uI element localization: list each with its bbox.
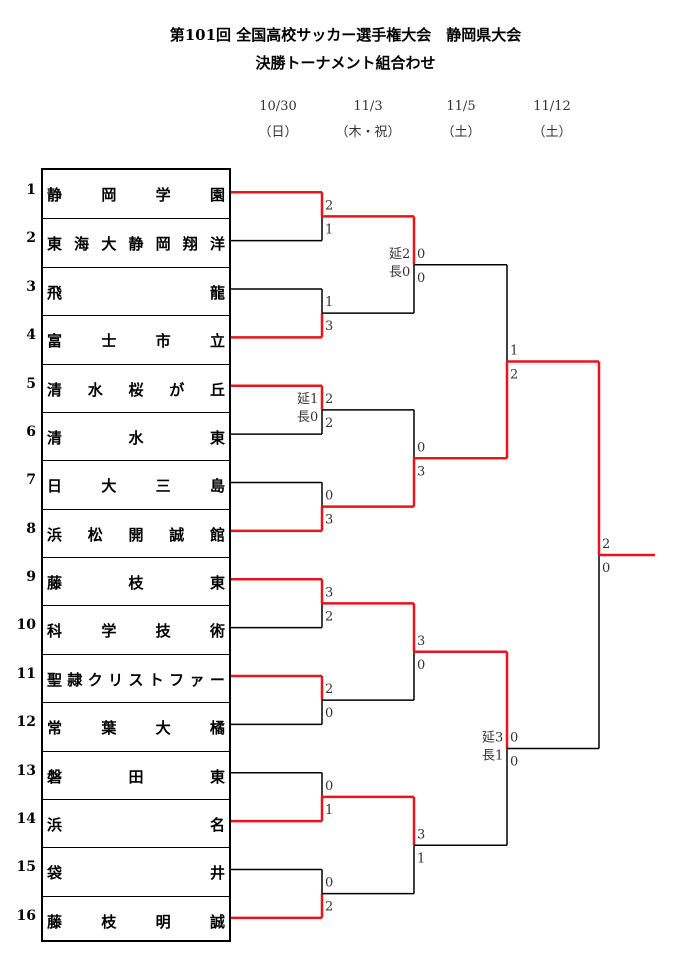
team-name: 袋井 xyxy=(47,864,225,883)
team-name: 静岡学園 xyxy=(47,186,225,204)
team-seed: 14 xyxy=(16,810,36,827)
score-bottom: 2 xyxy=(510,368,518,383)
round3-date: 11/5 xyxy=(446,99,476,114)
team-row: 富士市立 xyxy=(43,315,229,363)
page-title: 第101回 全国高校サッカー選手権大会 静岡県大会 xyxy=(169,26,522,44)
team-name: 磐田東 xyxy=(47,767,225,786)
team-seed: 8 xyxy=(26,520,36,537)
team-seed: 10 xyxy=(16,617,36,634)
score-top: 3 xyxy=(417,827,425,842)
score-bottom: 1 xyxy=(325,803,333,818)
team-row: 清水東 xyxy=(43,411,229,460)
score-bottom: 0 xyxy=(510,755,518,770)
team-row: 浜松開誠館 xyxy=(43,508,229,557)
team-seed: 11 xyxy=(16,665,36,682)
team-name: 藤枝東 xyxy=(47,574,225,592)
team-seed: 4 xyxy=(26,327,36,344)
score-note-top: 延3 xyxy=(482,731,503,746)
team-row: 日大三島 xyxy=(43,460,229,508)
team-name: 清水東 xyxy=(47,428,225,447)
round3-day: （土） xyxy=(441,125,481,140)
score-bottom: 1 xyxy=(417,851,425,866)
score-bottom: 3 xyxy=(325,513,333,528)
score-top: 0 xyxy=(510,731,518,746)
team-name: 藤枝明誠 xyxy=(47,912,225,931)
score-top: 0 xyxy=(417,440,425,455)
score-top: 2 xyxy=(325,198,333,213)
round1-date: 10/30 xyxy=(259,99,297,114)
score-note-bottom: 長1 xyxy=(482,749,503,764)
team-seed: 7 xyxy=(26,472,36,489)
score-bottom: 3 xyxy=(417,464,425,479)
score-bottom: 2 xyxy=(325,416,333,431)
score-bottom: 2 xyxy=(325,900,333,915)
score-bottom: 0 xyxy=(325,706,333,721)
team-name: 日大三島 xyxy=(47,477,225,496)
team-name: 浜松開誠館 xyxy=(47,525,225,544)
team-list: 静岡学園東海大静岡翔洋飛龍富士市立清水桜が丘清水東日大三島浜松開誠館藤枝東科学技… xyxy=(41,168,231,942)
score-note-bottom: 長0 xyxy=(297,410,318,425)
score-top: 3 xyxy=(325,585,333,600)
team-name: 飛龍 xyxy=(47,283,225,302)
score-top: 2 xyxy=(325,392,333,407)
team-seed: 1 xyxy=(26,182,36,198)
score-note-top: 延1 xyxy=(297,392,318,407)
score-note-bottom: 長0 xyxy=(389,265,410,280)
score-top: 0 xyxy=(417,247,425,262)
score-top: 2 xyxy=(325,682,333,697)
team-row: 飛龍 xyxy=(43,266,229,315)
round2-day: （木・祝） xyxy=(335,125,401,140)
team-row: 東海大静岡翔洋 xyxy=(43,218,229,266)
round1-day: （日） xyxy=(258,125,298,140)
team-row: 聖隷クリストファー xyxy=(43,653,229,702)
score-note-top: 延2 xyxy=(389,247,410,262)
team-seed: 12 xyxy=(16,714,36,731)
team-seed: 5 xyxy=(26,375,36,392)
score-bottom: 0 xyxy=(417,271,425,286)
score-top: 2 xyxy=(602,537,610,552)
team-row: 清水桜が丘 xyxy=(43,363,229,412)
team-seed: 3 xyxy=(26,278,36,295)
team-seed: 9 xyxy=(26,569,36,585)
team-row: 科学技術 xyxy=(43,605,229,653)
final-date: 11/12 xyxy=(533,99,571,114)
round2-date: 11/3 xyxy=(353,99,383,114)
team-row: 袋井 xyxy=(43,847,229,895)
team-name: 科学技術 xyxy=(47,622,225,641)
score-bottom: 2 xyxy=(325,609,333,624)
final-day: （土） xyxy=(532,125,572,140)
team-seed: 13 xyxy=(16,762,36,779)
team-row: 浜名 xyxy=(43,798,229,847)
team-row: 常葉大橘 xyxy=(43,702,229,750)
team-row: 藤枝明誠 xyxy=(43,895,229,944)
team-name: 浜名 xyxy=(47,815,225,834)
team-seed: 15 xyxy=(16,859,36,876)
score-top: 3 xyxy=(417,634,425,649)
score-bottom: 1 xyxy=(325,222,333,237)
team-name: 富士市立 xyxy=(47,332,225,351)
score-top: 1 xyxy=(325,295,333,310)
score-top: 0 xyxy=(325,779,333,794)
score-top: 0 xyxy=(325,876,333,891)
score-top: 0 xyxy=(325,489,333,504)
team-seed: 16 xyxy=(16,907,36,924)
score-bottom: 3 xyxy=(325,319,333,334)
score-top: 1 xyxy=(510,344,518,359)
team-seed: 2 xyxy=(26,230,36,247)
page-subtitle: 決勝トーナメント組合わせ xyxy=(255,54,436,72)
score-bottom: 0 xyxy=(417,658,425,673)
team-name: 東海大静岡翔洋 xyxy=(47,235,225,254)
team-name: 常葉大橘 xyxy=(47,719,225,738)
team-row: 藤枝東 xyxy=(43,557,229,605)
team-seed: 6 xyxy=(26,423,36,440)
score-bottom: 0 xyxy=(602,561,610,576)
team-row: 磐田東 xyxy=(43,750,229,799)
team-row: 静岡学園 xyxy=(43,170,229,218)
team-name: 聖隷クリストファー xyxy=(47,670,225,689)
team-name: 清水桜が丘 xyxy=(47,380,225,399)
